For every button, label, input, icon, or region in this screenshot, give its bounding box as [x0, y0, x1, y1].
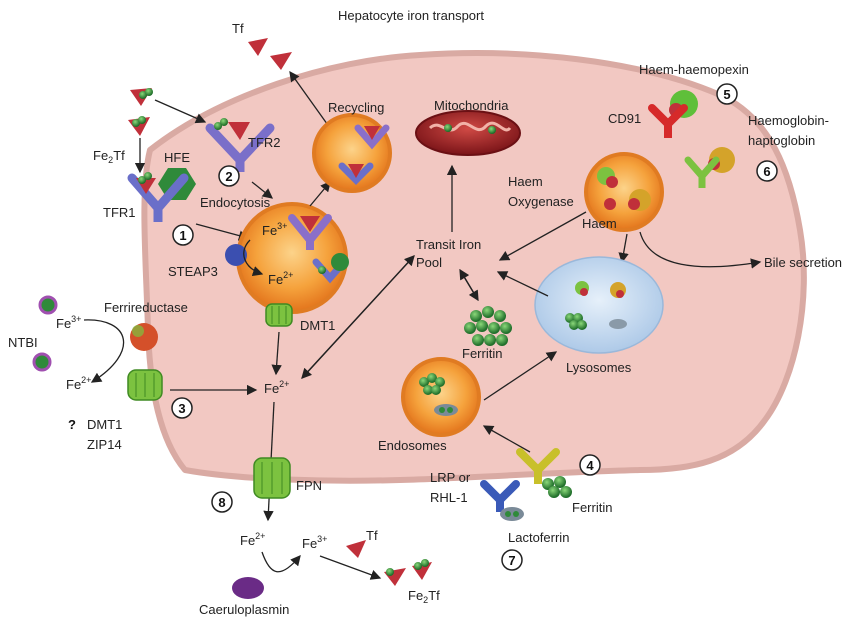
ferritin-cytosol [464, 306, 512, 346]
steap3-protein [225, 244, 247, 266]
step-number-8: 8 [211, 491, 233, 513]
caeruloplasmin-label: Caeruloplasmin [199, 602, 289, 617]
svg-text:7: 7 [508, 553, 515, 568]
step-number-5: 5 [716, 83, 738, 105]
step-number-7: 7 [501, 549, 523, 571]
ferritin-cytosol-label: Ferritin [462, 346, 502, 361]
mitochondria [415, 110, 521, 156]
recycling-receptor-2 [338, 162, 374, 185]
svg-text:1: 1 [179, 228, 186, 243]
endosomes-label: Endosomes [378, 438, 447, 453]
lysosome [534, 256, 664, 354]
tf-bottom [346, 540, 366, 558]
haem-haemopexin-label: Haem-haemopexin [639, 62, 749, 77]
haptoglobin-receptor [684, 156, 720, 188]
tf-top-label: Tf [232, 21, 244, 36]
transit-iron-pool-label-1: Transit Iron [416, 237, 481, 252]
dmt1-endosome-label: DMT1 [300, 318, 335, 333]
cd91-receptor [648, 104, 688, 138]
fe2-out-label: Fe2+ [240, 531, 265, 548]
ferroportin [253, 457, 291, 499]
ferritin-extracellular [542, 476, 572, 498]
svg-text:3: 3 [178, 401, 185, 416]
steap3-label: STEAP3 [168, 264, 218, 279]
svg-text:5: 5 [723, 87, 730, 102]
fpn-label: FPN [296, 478, 322, 493]
lysosomes-label: Lysosomes [566, 360, 632, 375]
recycling-label: Recycling [328, 100, 384, 115]
lrp-receptor-yellow [516, 448, 560, 484]
dmt1-membrane-label: DMT1 [87, 417, 122, 432]
rhl1-receptor-blue [480, 480, 520, 512]
dmt1-endosome [265, 303, 293, 327]
tfr2-label: TFR2 [248, 135, 281, 150]
mitochondria-label: Mitochondria [434, 98, 509, 113]
step-number-6: 6 [756, 160, 778, 182]
lactoferrin-protein [500, 507, 524, 521]
zip14-label: ZIP14 [87, 437, 122, 452]
tfr-hfe-in-endosome [312, 253, 349, 284]
bile-secretion-label: Bile secretion [764, 255, 842, 270]
fe2-ntbi-label: Fe2+ [66, 375, 91, 392]
recycling-receptor-1 [354, 124, 390, 150]
holo-transferrin-1 [130, 88, 153, 106]
lactoferrin-label: Lactoferrin [508, 530, 569, 545]
lrp-label-2: RHL-1 [430, 490, 468, 505]
step-number-1: 1 [172, 224, 194, 246]
endocytosis-label: Endocytosis [200, 195, 271, 210]
svg-text:4: 4 [586, 458, 594, 473]
fe3-out-label: Fe3+ [302, 534, 327, 551]
haemoglobin-haptoglobin-label-2: haptoglobin [748, 133, 815, 148]
caeruloplasmin-protein [232, 577, 264, 599]
fe2tf-bottom-label: Fe2Tf [408, 588, 440, 605]
figure-title: Hepatocyte iron transport [338, 8, 484, 23]
fe2-cytosol-label: Fe2+ [264, 379, 289, 396]
haem-oxygenase-label-2: Oxygenase [508, 194, 574, 209]
step-number-3: 3 [171, 397, 193, 419]
tf-top [248, 38, 292, 70]
haem-oxygenase-label-1: Haem [508, 174, 543, 189]
tfr1-receptor [127, 172, 189, 222]
svg-text:6: 6 [763, 164, 770, 179]
tfr2-receptor [205, 118, 275, 172]
lrp-label-1: LRP or [430, 470, 471, 485]
ntbi-label: NTBI [8, 335, 38, 350]
fe3-ntbi-label: Fe3+ [56, 314, 81, 331]
svg-text:2: 2 [225, 169, 232, 184]
fe2tf-left-label: Fe2Tf [93, 148, 125, 165]
ferrireductase-label: Ferrireductase [104, 300, 188, 315]
holo-transferrin-2 [128, 116, 150, 136]
tfr-in-endosome [288, 214, 332, 250]
ntbi-particle-2 [32, 352, 52, 372]
haem-label: Haem [582, 216, 617, 231]
svg-text:8: 8 [218, 495, 225, 510]
fe3-endosome-label: Fe3+ [262, 221, 287, 238]
ferritin-extracellular-label: Ferritin [572, 500, 612, 515]
holo-transferrin-bottom [384, 559, 432, 586]
question-mark: ? [68, 417, 76, 432]
hfe-label: HFE [164, 150, 190, 165]
step-number-4: 4 [579, 454, 601, 476]
dmt1-zip14-transporter [127, 369, 163, 401]
ntbi-particle-1 [38, 295, 58, 315]
tfr1-label: TFR1 [103, 205, 136, 220]
endosome-lower [401, 357, 481, 437]
cd91-label: CD91 [608, 111, 641, 126]
tf-bottom-label: Tf [366, 528, 378, 543]
transit-iron-pool-label-2: Pool [416, 255, 442, 270]
step-number-2: 2 [218, 165, 240, 187]
fe2-endosome-label: Fe2+ [268, 270, 293, 287]
haemoglobin-haptoglobin-label-1: Haemoglobin- [748, 113, 829, 128]
